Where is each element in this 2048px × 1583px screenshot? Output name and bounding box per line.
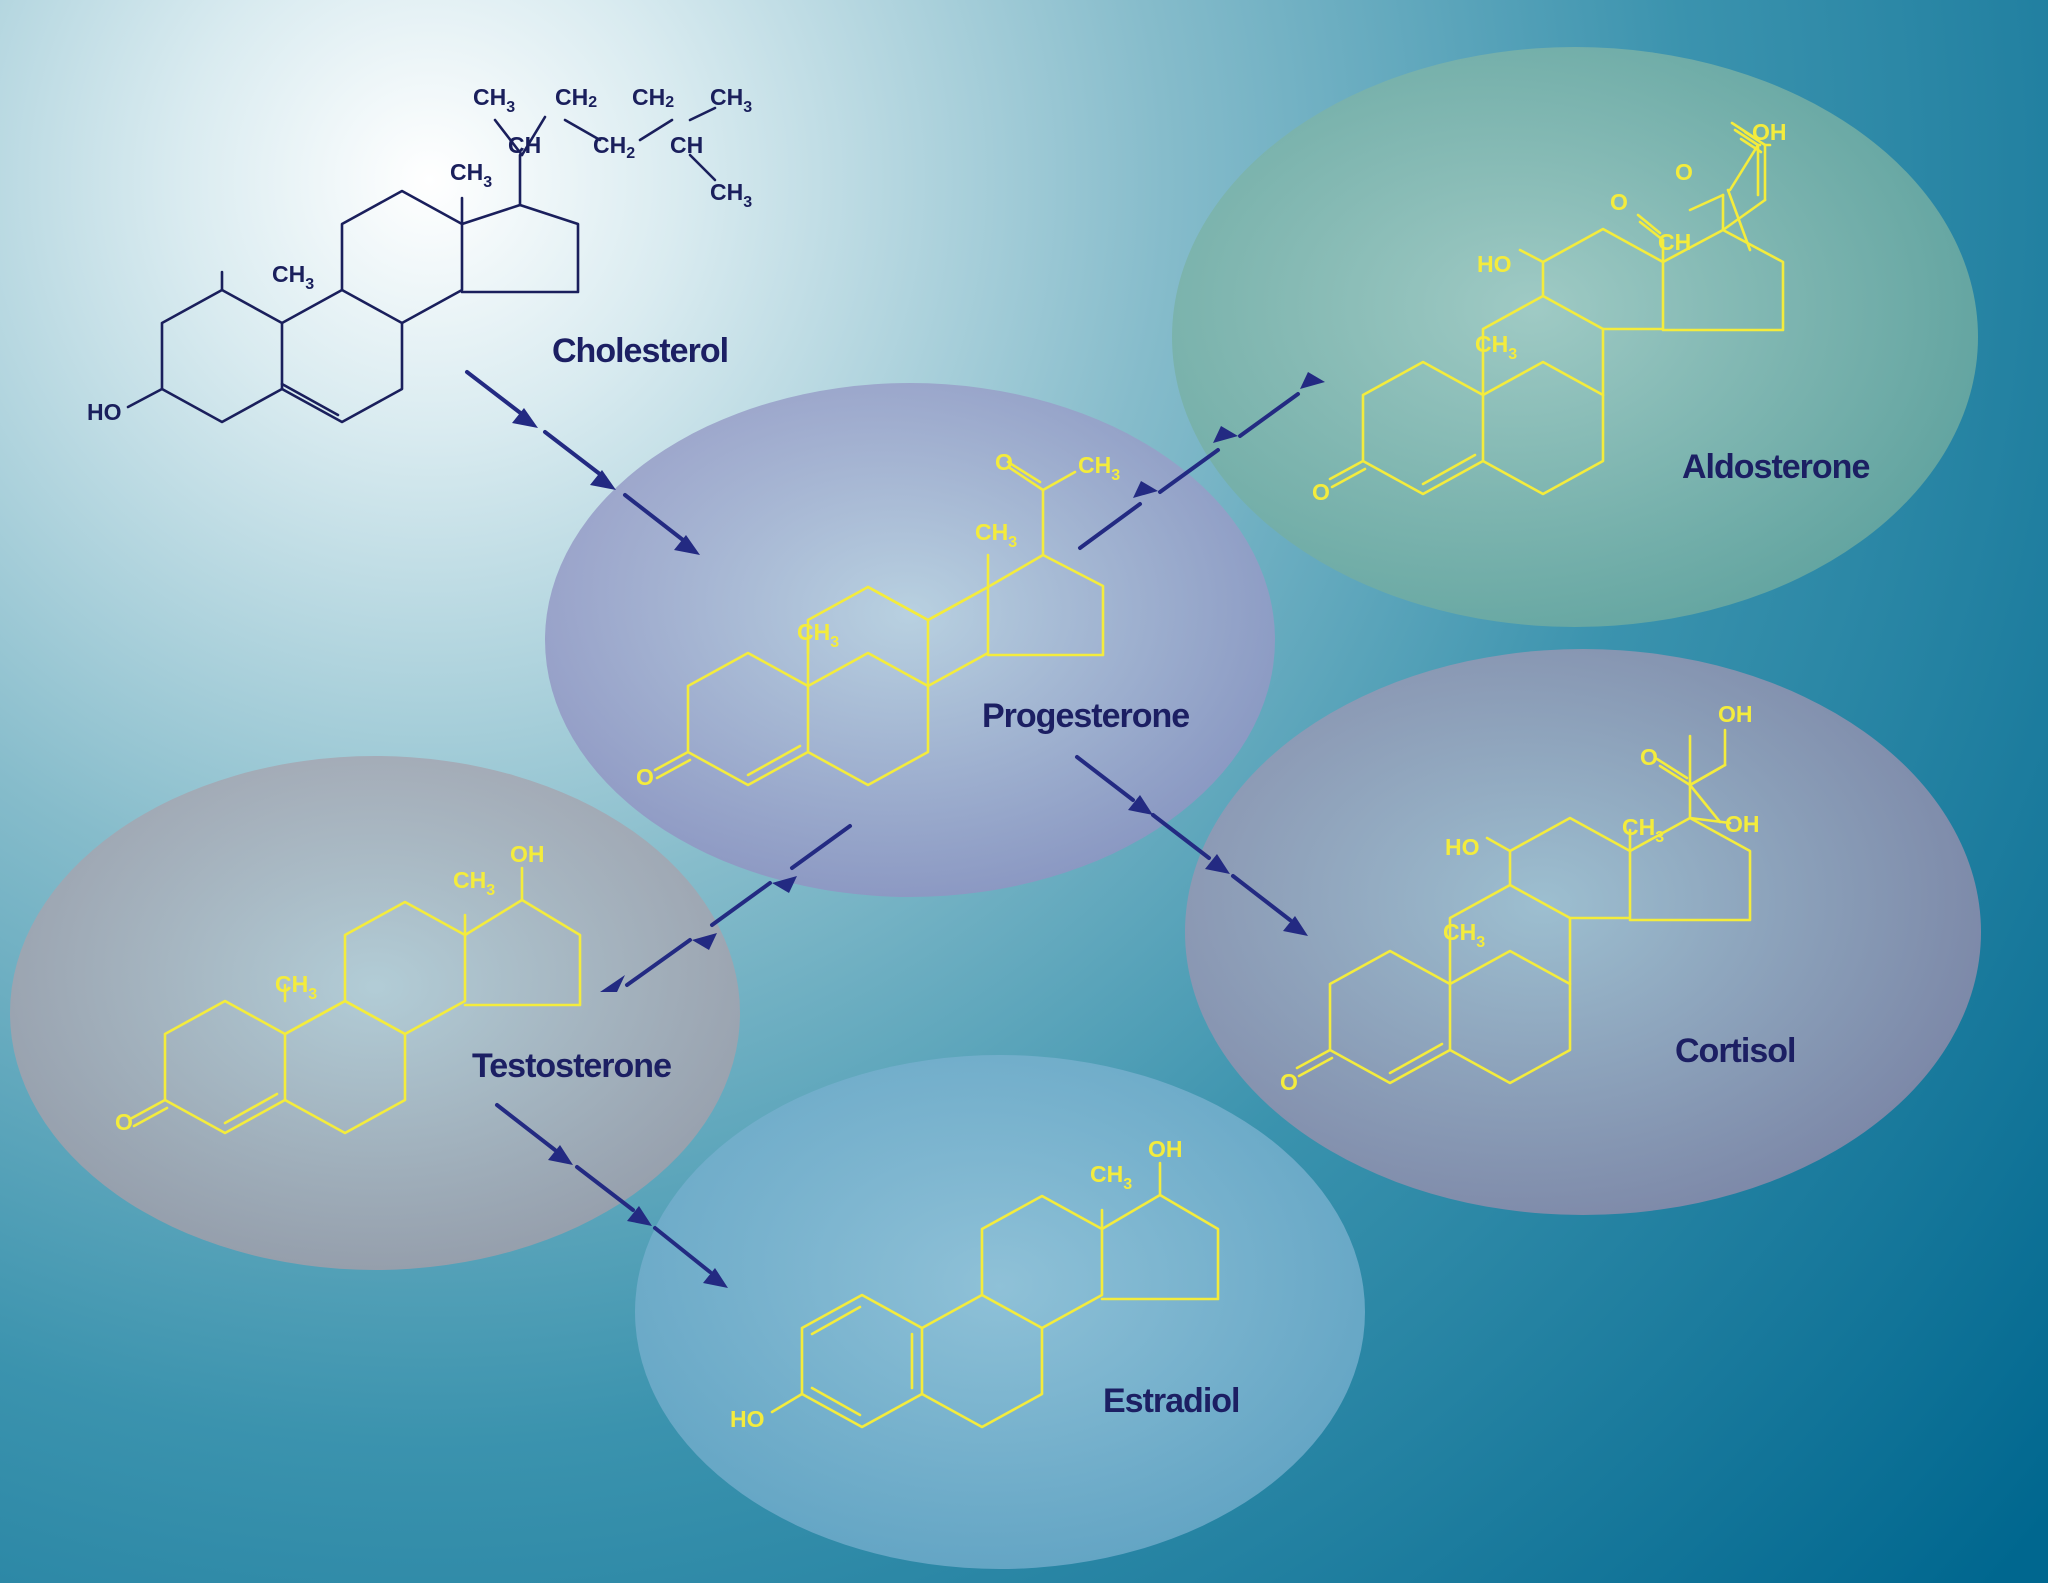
svg-text:CH3: CH3 bbox=[710, 179, 752, 211]
svg-text:CH2: CH2 bbox=[593, 132, 635, 162]
estradiol-bubble bbox=[635, 1055, 1365, 1569]
testosterone-structure: OH CH3 CH3 O bbox=[115, 841, 582, 1135]
svg-text:CH3: CH3 bbox=[797, 619, 839, 651]
arrow-progesterone-to-cortisol bbox=[1075, 755, 1308, 936]
svg-text:CH3: CH3 bbox=[1443, 919, 1485, 951]
svg-text:HO: HO bbox=[1445, 834, 1480, 860]
svg-text:CH: CH bbox=[670, 132, 703, 158]
progesterone-structure: O CH3 CH3 CH3 O bbox=[636, 449, 1120, 790]
svg-text:O: O bbox=[1610, 189, 1628, 215]
cholesterol-label: Cholesterol bbox=[552, 332, 728, 370]
cortisol-label: Cortisol bbox=[1675, 1032, 1795, 1070]
svg-text:OH: OH bbox=[1718, 701, 1753, 727]
svg-text:O: O bbox=[636, 764, 654, 790]
svg-text:O: O bbox=[995, 449, 1013, 475]
arrow-cholesterol-to-progesterone bbox=[465, 370, 700, 555]
svg-text:CH: CH bbox=[508, 132, 541, 158]
cortisol-bubble bbox=[1185, 649, 1981, 1215]
svg-text:O: O bbox=[1640, 744, 1658, 770]
svg-text:HO: HO bbox=[730, 1406, 765, 1432]
arrow-progesterone-to-aldosterone bbox=[1078, 372, 1325, 550]
svg-text:O: O bbox=[1280, 1069, 1298, 1095]
svg-text:CH3: CH3 bbox=[1090, 1161, 1132, 1193]
svg-text:OH: OH bbox=[1725, 811, 1760, 837]
estradiol-structure: OH CH3 HO bbox=[730, 1136, 1220, 1432]
progesterone-bubble bbox=[545, 383, 1275, 897]
svg-text:CH: CH bbox=[1658, 229, 1691, 255]
svg-text:O: O bbox=[1675, 159, 1693, 185]
svg-text:CH3: CH3 bbox=[450, 159, 492, 191]
svg-text:OH: OH bbox=[1752, 119, 1787, 145]
testosterone-label: Testosterone bbox=[472, 1047, 671, 1085]
progesterone-label: Progesterone bbox=[982, 697, 1189, 735]
svg-text:CH2: CH2 bbox=[555, 84, 597, 111]
svg-text:CH3: CH3 bbox=[710, 84, 752, 116]
svg-text:OH: OH bbox=[510, 841, 545, 867]
svg-text:O: O bbox=[1312, 479, 1330, 505]
svg-text:CH3: CH3 bbox=[975, 519, 1017, 551]
svg-text:HO: HO bbox=[1477, 251, 1512, 277]
cholesterol-structure: CH3 CH2 CH2 CH3 CH CH2 CH CH3 CH3 CH3 HO bbox=[87, 84, 752, 425]
svg-text:CH3: CH3 bbox=[453, 867, 495, 899]
aldosterone-structure: O CH O OH HO CH3 O bbox=[1312, 119, 1787, 505]
svg-text:HO: HO bbox=[87, 399, 122, 425]
testosterone-bubble bbox=[10, 756, 740, 1270]
svg-text:CH3: CH3 bbox=[1622, 814, 1664, 846]
arrow-testosterone-to-estradiol bbox=[495, 1103, 728, 1288]
svg-text:CH3: CH3 bbox=[272, 261, 314, 293]
svg-text:CH3: CH3 bbox=[275, 971, 317, 1003]
arrow-progesterone-to-testosterone bbox=[600, 824, 852, 992]
estradiol-label: Estradiol bbox=[1103, 1382, 1239, 1420]
svg-text:CH2: CH2 bbox=[632, 84, 674, 111]
svg-text:CH3: CH3 bbox=[473, 84, 515, 116]
svg-text:O: O bbox=[115, 1109, 133, 1135]
cortisol-structure: O OH OH CH3 HO CH3 O bbox=[1280, 701, 1760, 1095]
svg-text:OH: OH bbox=[1148, 1136, 1183, 1162]
svg-text:CH3: CH3 bbox=[1475, 331, 1517, 363]
aldosterone-bubble bbox=[1172, 47, 1978, 627]
svg-text:CH3: CH3 bbox=[1078, 452, 1120, 484]
aldosterone-label: Aldosterone bbox=[1682, 448, 1869, 486]
